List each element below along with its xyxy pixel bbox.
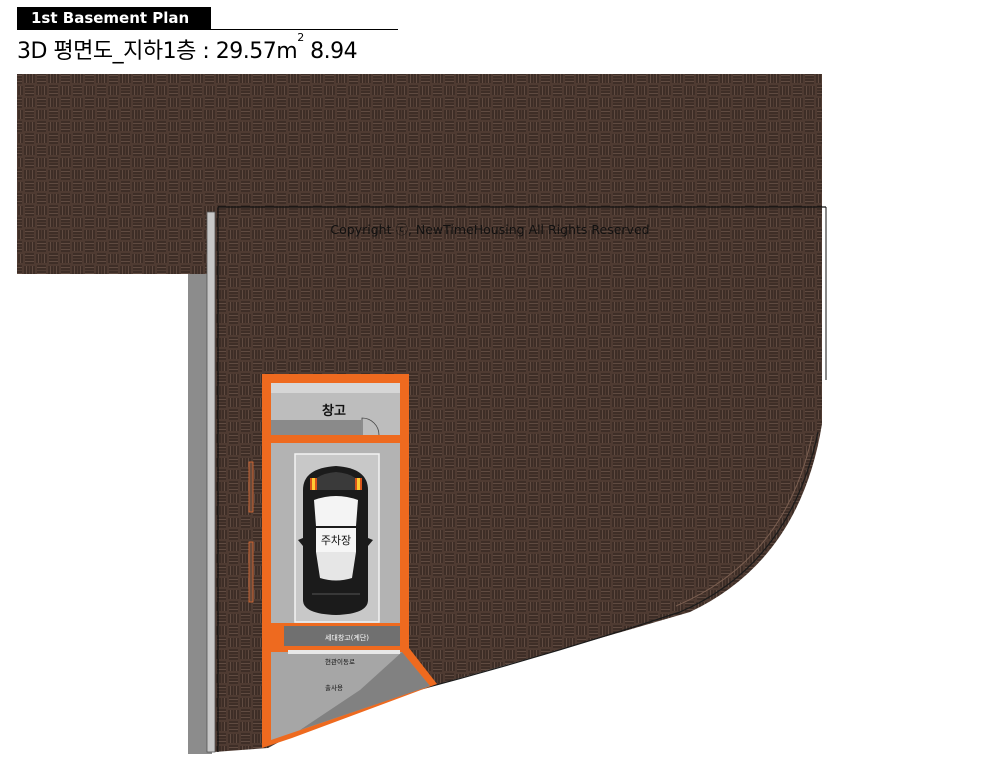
- storage-wall-top: [271, 383, 400, 393]
- title-underline: [17, 29, 398, 30]
- subtitle-tail: 8.94: [303, 39, 358, 64]
- ramp-label-2: 출사용: [325, 683, 343, 692]
- strip-label: 세대창고(계단): [325, 633, 369, 642]
- garage-label: 주차장: [321, 534, 351, 547]
- subtitle-superscript: 2: [297, 31, 304, 44]
- ground-area: [17, 74, 822, 752]
- ramp-edge: [288, 650, 400, 654]
- boundary-curve-inner: [675, 435, 813, 607]
- copyright-text: Copyright ⓒ, NewTimeHousing All Rights R…: [330, 222, 649, 237]
- ramp-shadow: [300, 652, 430, 730]
- side-wall-edge: [206, 211, 216, 753]
- divider-wall: [264, 435, 408, 443]
- plan-subtitle: 3D 평면도_지하1층 : 29.57m2 8.94: [17, 31, 358, 65]
- car-icon: [298, 466, 373, 615]
- boundary-curve: [409, 431, 819, 693]
- storage-door-icon: [361, 417, 380, 436]
- plan-title-badge: 1st Basement Plan: [17, 7, 211, 29]
- subtitle-main: 3D 평면도_지하1층 : 29.57m: [17, 39, 298, 64]
- garage-strip: [284, 626, 400, 646]
- ramp-label-1: 현관이동로: [325, 657, 355, 666]
- storage-inner-wall: [271, 420, 361, 435]
- storage-label: 창고: [322, 403, 346, 419]
